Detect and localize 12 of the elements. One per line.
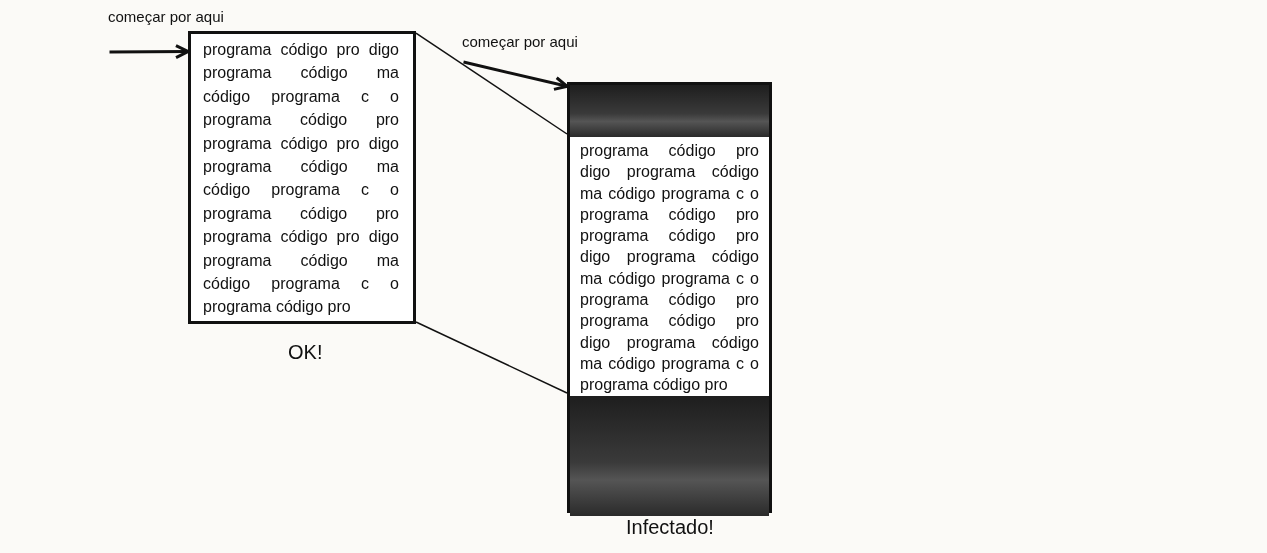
- arrow: [463, 60, 569, 91]
- status-caption: OK!: [288, 341, 323, 364]
- virus-code-bar: [570, 396, 769, 516]
- arrow: [109, 44, 190, 60]
- virus-code-bar: [570, 85, 769, 137]
- start-label: começar por aqui: [462, 33, 578, 50]
- status-caption: Infectado!: [626, 516, 714, 539]
- start-label: começar por aqui: [108, 8, 224, 25]
- program-code-text: programa código pro digo programa código ma código programa c o programa código pro programa código pro digo programa código ma código programa c o programa código pro programa código pro digo programa código ma código programa c o programa código pro: [203, 40, 399, 318]
- connector-line: [415, 32, 568, 135]
- program-code-text: programa código pro digo programa código ma código programa c o programa código pro programa código pro digo programa código ma código programa c o programa código pro programa código pro digo programa código ma código programa c o programa código pro: [580, 141, 759, 396]
- connector-line: [415, 321, 568, 394]
